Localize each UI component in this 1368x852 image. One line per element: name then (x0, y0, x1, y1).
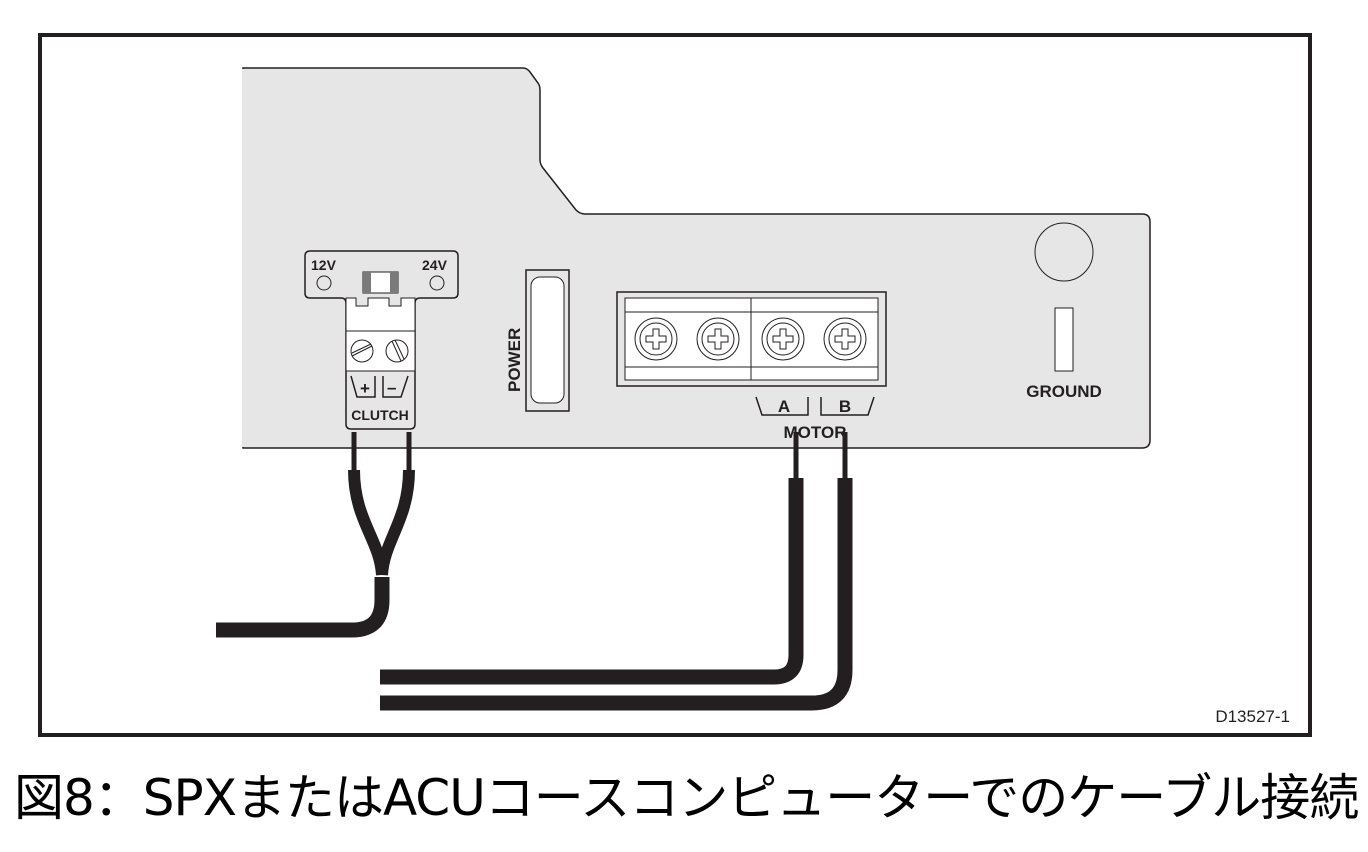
voltage-12v-label: 12V (311, 257, 337, 273)
motor-screw-1-icon[interactable] (634, 317, 678, 361)
motor-terminal-block[interactable]: A B MOTOR (616, 291, 887, 442)
mount-hole-12v (316, 275, 332, 291)
power-socket[interactable] (530, 276, 565, 404)
terminal-b-label: B (839, 397, 851, 416)
ground-terminal[interactable]: GROUND (1026, 222, 1102, 401)
ground-label: GROUND (1026, 382, 1102, 401)
motor-screw-b-icon[interactable] (823, 317, 867, 361)
ground-slot[interactable] (1054, 307, 1074, 372)
terminal-a-label: A (778, 397, 790, 416)
course-computer-panel (242, 67, 1151, 449)
clutch-connector[interactable]: 12V 24V + – CLUTCH (304, 250, 459, 430)
ground-stud-hole (1034, 222, 1094, 282)
clutch-minus-screw-icon[interactable] (385, 339, 409, 363)
panel-edge (242, 69, 246, 447)
figure-caption: 図8：SPXまたはACUコースコンピューターでのケーブル接続 (14, 769, 1359, 827)
minus-bracket (382, 375, 409, 398)
voltage-jumper-switch[interactable] (362, 271, 399, 294)
minus-symbol: – (387, 378, 396, 397)
power-label: POWER (505, 328, 524, 392)
plus-bracket (350, 375, 376, 398)
motor-cable-b (380, 432, 853, 711)
clutch-cable (216, 432, 415, 638)
motor-label: MOTOR (784, 423, 847, 442)
voltage-24v-label: 24V (422, 257, 448, 273)
motor-cable-a (380, 432, 804, 685)
plus-symbol: + (360, 379, 370, 398)
power-connector[interactable]: POWER (505, 269, 570, 412)
figure-reference-code: D13527-1 (1215, 707, 1290, 726)
clutch-terminal-top (345, 297, 416, 332)
clutch-plus-screw-icon[interactable] (350, 339, 374, 363)
terminal-a-bracket (755, 396, 809, 416)
terminal-b-bracket (820, 396, 875, 416)
motor-screw-a-icon[interactable] (761, 317, 805, 361)
motor-screw-2-icon[interactable] (696, 317, 740, 361)
mount-hole-24v (429, 275, 445, 291)
clutch-label: CLUTCH (351, 407, 409, 423)
